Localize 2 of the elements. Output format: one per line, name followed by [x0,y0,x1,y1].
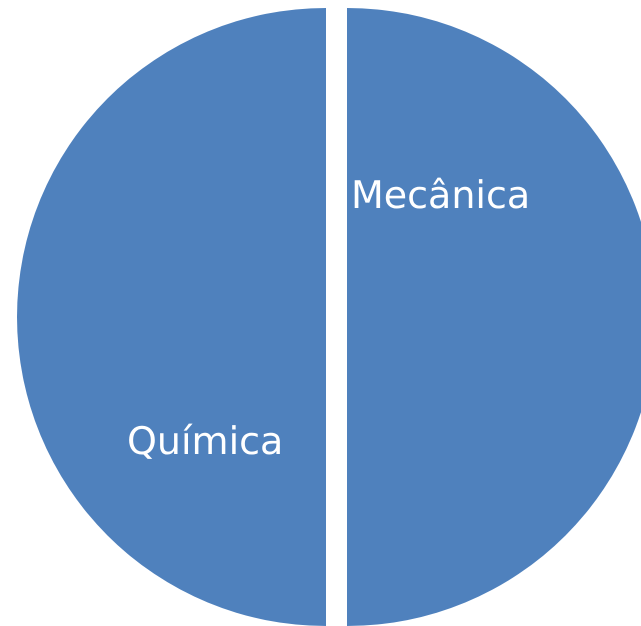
segment-label: Química [127,422,284,460]
segment-label: Mecânica [351,176,530,214]
